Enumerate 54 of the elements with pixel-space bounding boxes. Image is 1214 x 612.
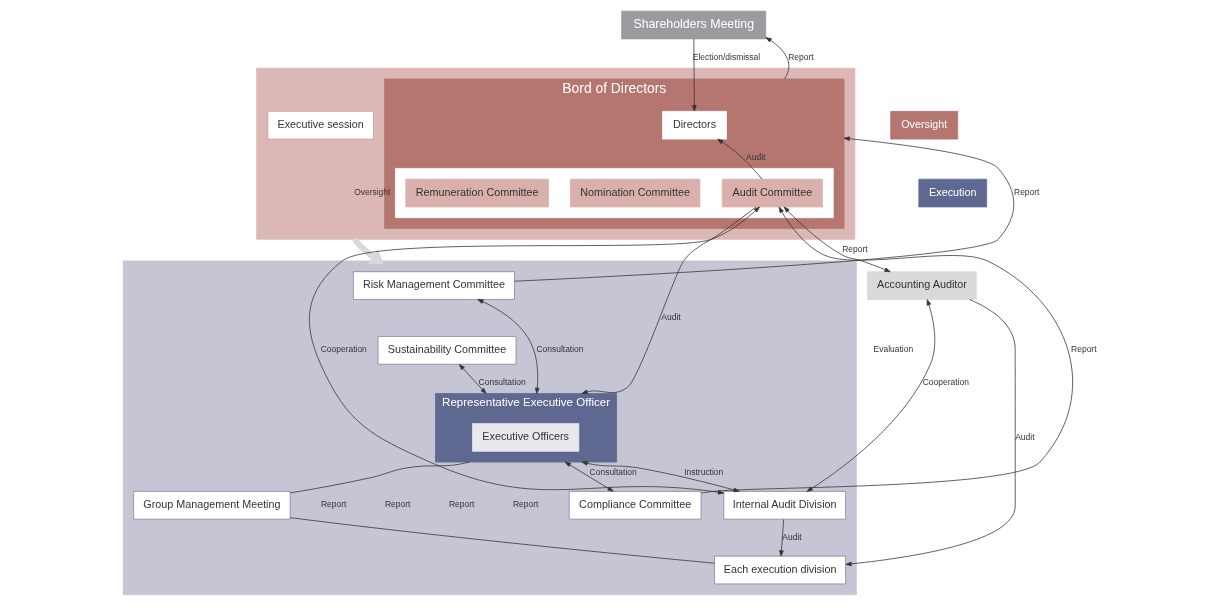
arrow <box>458 364 487 394</box>
node-box: Internal Audit Division <box>723 491 846 520</box>
node-box: Sustainability Committee <box>377 336 517 365</box>
node-box: Audit Committee <box>721 178 823 208</box>
edge-label: Audit <box>661 312 681 323</box>
label: Report <box>512 499 539 510</box>
label: Evaluation <box>873 344 914 355</box>
node-box: Each execution division <box>714 555 846 585</box>
node-box: Nomination Committee <box>570 178 701 208</box>
edge-label: Consultation <box>589 467 637 478</box>
edge-label: Report <box>1014 187 1040 198</box>
arrow <box>779 519 785 557</box>
arrow <box>477 299 540 394</box>
edge-label: Report <box>1071 344 1097 355</box>
arrow <box>806 299 936 492</box>
cluster <box>395 168 834 219</box>
node-box: Accounting Auditor <box>867 271 977 300</box>
arrow <box>692 38 697 112</box>
cluster <box>256 67 856 240</box>
node-box: Remuneration Committee <box>405 178 549 208</box>
label: Report <box>321 499 347 510</box>
arrow <box>352 237 384 265</box>
node-box: Risk Management Committee <box>353 271 515 300</box>
node-box: Execution <box>918 178 988 208</box>
edge-label: Audit <box>746 151 766 162</box>
edge-label: Election/dismissal <box>692 51 761 62</box>
edge-label: Report <box>842 244 868 255</box>
arrow <box>514 136 1015 282</box>
node-box: Executive Officers <box>472 423 580 452</box>
connector <box>289 461 470 494</box>
node-box: Executive session <box>267 110 374 140</box>
edge-label: Audit <box>1015 431 1035 442</box>
label: Report <box>448 499 475 510</box>
connector <box>289 517 715 564</box>
node-box: Group Management Meeting <box>133 491 291 520</box>
node-box: Compliance Committee <box>568 491 702 520</box>
edge-label: Oversight <box>354 187 391 198</box>
arrow <box>783 206 891 273</box>
node-box: Oversight <box>890 110 959 140</box>
edge-label: Consultation <box>478 376 526 387</box>
node-box: Directors <box>662 110 727 140</box>
arrow <box>717 138 763 180</box>
arrow <box>581 206 757 394</box>
label: Report <box>384 499 411 510</box>
edge-label: Cooperation <box>320 344 367 355</box>
arrow <box>765 37 790 80</box>
edge-label: Report <box>788 51 814 62</box>
node-box: Shareholders Meeting <box>621 10 767 40</box>
edge-label: Cooperation <box>922 376 969 387</box>
edge-label: Instruction <box>684 467 724 478</box>
edge-label: Consultation <box>536 344 584 355</box>
cluster <box>122 260 857 596</box>
arrow <box>564 461 614 492</box>
arrow <box>845 299 1016 567</box>
